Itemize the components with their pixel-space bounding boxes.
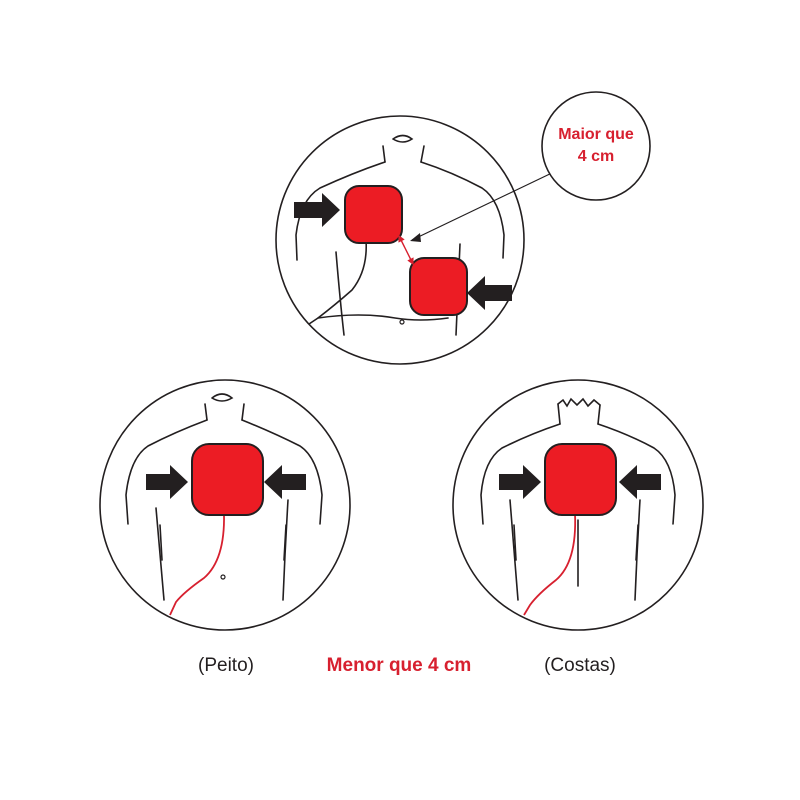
chest-panel [99,379,351,631]
callout: Maior que 4 cm [410,91,651,242]
cable [523,513,577,616]
torso-outline [295,134,505,336]
push-arrow-icon [264,465,306,499]
callout-text-line1: Maior que [558,126,634,143]
push-arrow-icon [499,465,541,499]
push-arrow-icon [294,193,340,227]
caption-back: (Costas) [544,655,616,676]
push-arrow-icon [467,276,512,310]
top-panel-circle [275,115,525,365]
electrode-pad-lower [409,257,468,316]
torso-outline [125,393,323,601]
callout-circle [541,91,651,201]
electrode-pad-back [544,443,617,516]
callout-pointer [411,170,557,241]
push-arrow-icon [146,465,188,499]
back-panel [452,379,704,631]
caption-distance: Menor que 4 cm [327,655,472,676]
electrode-pad-upper [344,185,403,244]
torso-outline [480,397,676,601]
callout-pointer-head [410,233,421,242]
navel [399,319,405,325]
electrode-pad-chest [191,443,264,516]
cable [169,513,225,616]
callout-text-line2: 4 cm [578,148,614,165]
push-arrow-icon [619,465,661,499]
distance-indicator [398,234,414,266]
navel [220,574,226,580]
caption-chest: (Peito) [198,655,254,676]
top-panel [275,115,525,365]
